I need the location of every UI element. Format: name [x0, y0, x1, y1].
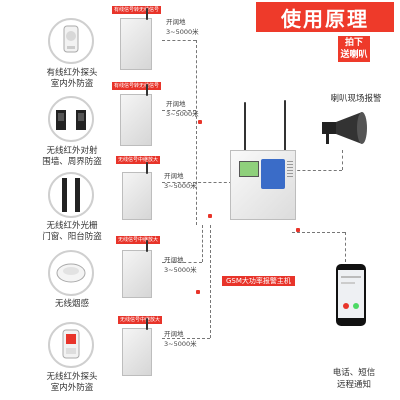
repeater-1-range: 3~5000米: [166, 28, 199, 36]
repeater-2-antenna: [146, 84, 148, 96]
sensor-5-sublabel: 室内外防盗: [50, 383, 94, 393]
host-banner: GSM大功率报警主机: [222, 276, 295, 286]
sensor-image-pir-wireless: [48, 322, 94, 368]
wire-2: [162, 110, 196, 111]
speaker-promo-line2: 送喇叭: [339, 49, 369, 61]
repeater-1-antenna: [146, 8, 148, 20]
repeater-4: [122, 250, 152, 298]
phone-image: [330, 262, 374, 332]
repeater-3-distance: 开阔地: [164, 172, 184, 180]
wire-speaker-v: [342, 150, 343, 170]
sensor-1-label: 有线红外探头: [46, 68, 98, 78]
phone-caption-line1: 电话、短信: [332, 368, 376, 378]
repeater-5-distance: 开阔地: [164, 330, 184, 338]
repeater-2-distance: 开阔地: [166, 100, 186, 108]
repeater-1-tag: 有线信号转无线信号: [112, 6, 162, 14]
wire-speaker-h: [292, 170, 342, 171]
sensor-5-label: 无线红外探头: [46, 372, 98, 382]
phone-caption-line2: 远程通知: [336, 380, 371, 390]
host-speaker-grill: [287, 161, 293, 177]
speaker-promo-tag: 拍下 送喇叭: [338, 36, 370, 62]
speaker-image: [318, 108, 370, 148]
repeater-4-distance: 开阔地: [164, 256, 184, 264]
sensor-image-pir-wired: [48, 18, 94, 64]
repeater-5-range: 3~5000米: [164, 340, 197, 348]
repeater-2-range: 3~5000米: [166, 110, 199, 118]
repeater-3: [122, 172, 152, 220]
repeater-4-antenna: [146, 240, 148, 252]
wire-phone-h: [292, 232, 345, 233]
wire-1: [162, 40, 196, 41]
host-antenna-right: [284, 100, 286, 154]
speaker-caption: 喇叭现场报警: [330, 94, 382, 104]
wire-4: [162, 262, 202, 263]
repeater-2: [120, 94, 152, 146]
wire-phone-v: [345, 232, 346, 262]
sensor-4-label: 无线烟感: [54, 299, 89, 309]
sensor-2-sublabel: 围墙、周界防盗: [42, 157, 102, 167]
repeater-3-tag: 无线信号中继放大: [116, 156, 161, 164]
sensor-2-label: 无线红外对射: [46, 146, 98, 156]
repeater-5-tag: 无线信号中继放大: [118, 316, 163, 324]
repeater-4-range: 3~5000米: [164, 266, 197, 274]
alarm-host: [230, 150, 296, 220]
wire-5: [162, 338, 210, 339]
sensor-image-smoke: [48, 250, 94, 296]
repeater-1-distance: 开阔地: [166, 18, 186, 26]
repeater-3-antenna: [146, 162, 148, 174]
connector-dot: [198, 120, 202, 124]
repeater-5-antenna: [146, 318, 148, 330]
repeater-2-tag: 有线信号转无线信号: [112, 82, 162, 90]
wire-4v: [202, 225, 203, 262]
sensor-image-ir-beam: [48, 96, 94, 142]
connector-dot: [208, 214, 212, 218]
repeater-4-tag: 无线信号中继放大: [116, 236, 161, 244]
sensor-1-sublabel: 室内外防盗: [50, 79, 94, 89]
repeater-1: [120, 18, 152, 70]
sensor-3-label: 无线红外光栅: [46, 221, 98, 231]
connector-dot: [296, 228, 300, 232]
connector-dot: [196, 290, 200, 294]
page-title: 使用原理: [256, 2, 394, 32]
wire-trunk: [196, 40, 197, 225]
host-display: [239, 161, 259, 177]
repeater-3-range: 3~5000米: [164, 182, 197, 190]
speaker-promo-line1: 拍下: [339, 37, 369, 49]
repeater-5: [122, 328, 152, 376]
sensor-image-ir-curtain: [48, 172, 94, 218]
wire-5v: [210, 225, 211, 338]
wire-3: [162, 182, 232, 183]
host-antenna-left: [244, 102, 246, 154]
sensor-3-sublabel: 门窗、阳台防盗: [42, 232, 102, 242]
host-keypad: [261, 159, 285, 189]
